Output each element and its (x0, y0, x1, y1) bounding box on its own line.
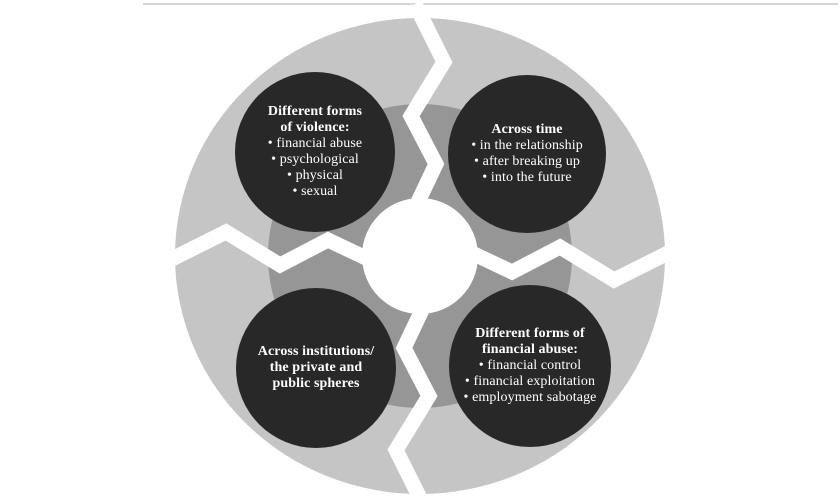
node-item: • in the relationship (471, 138, 583, 153)
node-title-line: Across time (491, 122, 563, 137)
node-title-line: of violence: (280, 120, 350, 135)
node-item: • financial abuse (267, 136, 363, 151)
node-item: • financial exploitation (464, 374, 596, 389)
arrow-gap-bottom (387, 304, 438, 500)
node-item: • employment sabotage (463, 390, 597, 405)
node-label-across-time: Across time • in the relationship • afte… (438, 122, 616, 186)
node-title-line: Different forms (267, 104, 363, 119)
node-item: • psychological (271, 152, 359, 167)
node-item: • after breaking up (474, 154, 580, 169)
node-label-across-institutions: Across institutions/ the private and pub… (227, 344, 405, 392)
node-item: • financial control (478, 358, 582, 373)
node-title-line: the private and (269, 360, 363, 375)
center-hub-circle (362, 198, 478, 314)
node-title-line: Different forms of (475, 326, 585, 341)
flow-arrow-gaps (164, 0, 676, 500)
node-item: • physical (286, 168, 344, 183)
node-title-line: financial abuse: (481, 342, 579, 357)
node-item: • sexual (292, 184, 338, 199)
node-circle-forms-of-financial-abuse (449, 285, 611, 447)
node-title-line: Across institutions/ (257, 344, 375, 359)
arrow-gap-top (402, 0, 453, 208)
node-item: • into the future (482, 170, 572, 185)
node-circle-across-time (448, 75, 606, 233)
arrow-gap-left (164, 223, 372, 274)
node-circle-forms-of-violence (235, 72, 395, 232)
node-title-line: public spheres (272, 376, 360, 391)
arrow-gap-right (468, 238, 676, 289)
node-label-forms-of-violence: Different forms of violence: • financial… (226, 104, 404, 200)
top-border-line (143, 3, 838, 5)
node-label-forms-of-financial-abuse: Different forms of financial abuse: • fi… (441, 326, 619, 406)
node-circle-across-institutions (236, 288, 396, 448)
